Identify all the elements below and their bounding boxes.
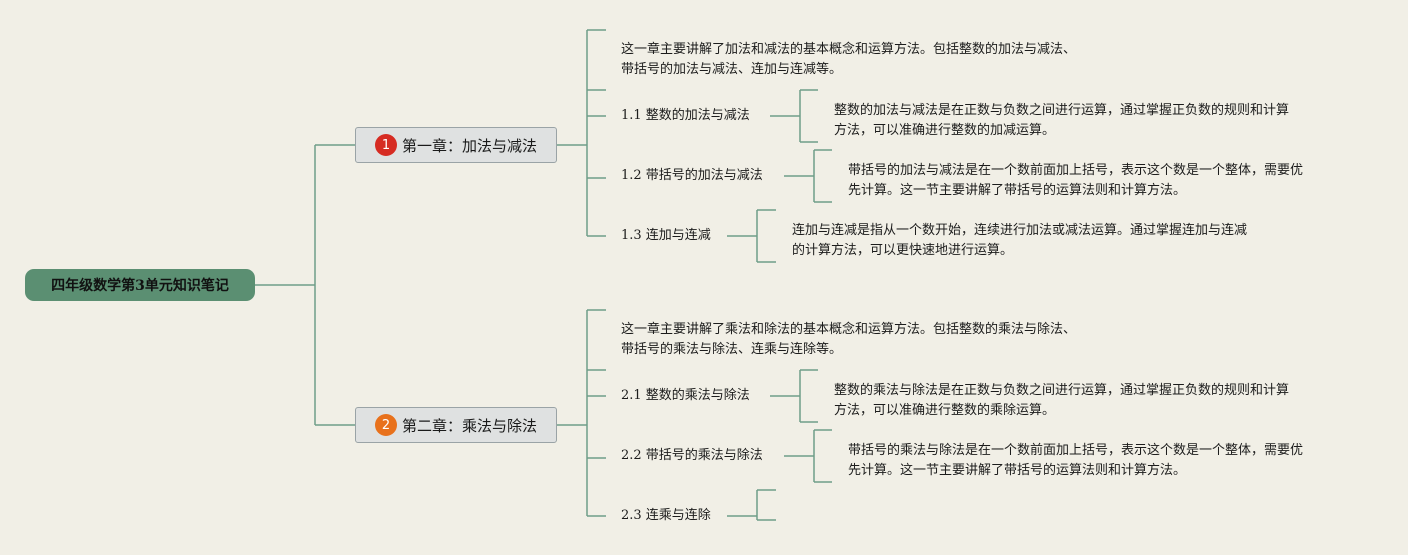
section-detail-2-2[interactable]: 带括号的乘法与除法是在一个数前面加上括号，表示这个数是一个整体，需要优 先计算。… bbox=[848, 443, 1304, 478]
section-node-1-2[interactable]: 1.2 带括号的加法与减法 bbox=[621, 168, 763, 183]
chapter-summary[interactable]: 这一章主要讲解了乘法和除法的基本概念和运算方法。包括整数的乘法与除法、 带括号的… bbox=[621, 322, 1077, 357]
priority-1-icon: 1 bbox=[374, 134, 397, 156]
chapter-node-2[interactable]: 2 第二章：乘法与除法 bbox=[355, 407, 557, 443]
section-node-1-1[interactable]: 1.1 整数的加法与减法 bbox=[621, 108, 750, 123]
chapter-node-1[interactable]: 1 第一章：加法与减法 bbox=[355, 127, 557, 163]
priority-2-icon: 2 bbox=[374, 414, 397, 436]
root-title: 四年级数学第3单元知识笔记 bbox=[51, 278, 229, 294]
section-detail-1-3[interactable]: 连加与连减是指从一个数开始，连续进行加法或减法运算。通过掌握连加与连减 的计算方… bbox=[792, 223, 1248, 258]
section-node-2-2[interactable]: 2.2 带括号的乘法与除法 bbox=[621, 448, 763, 463]
section-detail-1-2[interactable]: 带括号的加法与减法是在一个数前面加上括号，表示这个数是一个整体，需要优 先计算。… bbox=[848, 163, 1304, 198]
section-node-2-3[interactable]: 2.3 连乘与连除 bbox=[621, 508, 711, 523]
root-node[interactable]: 四年级数学第3单元知识笔记 bbox=[25, 269, 255, 301]
section-node-1-3[interactable]: 1.3 连加与连减 bbox=[621, 228, 711, 243]
chapter-title: 第一章：加法与减法 bbox=[401, 136, 537, 155]
section-detail-1-1[interactable]: 整数的加法与减法是在正数与负数之间进行运算，通过掌握正负数的规则和计算 方法，可… bbox=[834, 103, 1290, 138]
chapter-summary[interactable]: 这一章主要讲解了加法和减法的基本概念和运算方法。包括整数的加法与减法、 带括号的… bbox=[621, 42, 1077, 77]
section-node-2-1[interactable]: 2.1 整数的乘法与除法 bbox=[621, 388, 750, 403]
chapter-title: 第二章：乘法与除法 bbox=[401, 416, 537, 435]
section-detail-2-1[interactable]: 整数的乘法与除法是在正数与负数之间进行运算，通过掌握正负数的规则和计算 方法，可… bbox=[834, 383, 1290, 418]
